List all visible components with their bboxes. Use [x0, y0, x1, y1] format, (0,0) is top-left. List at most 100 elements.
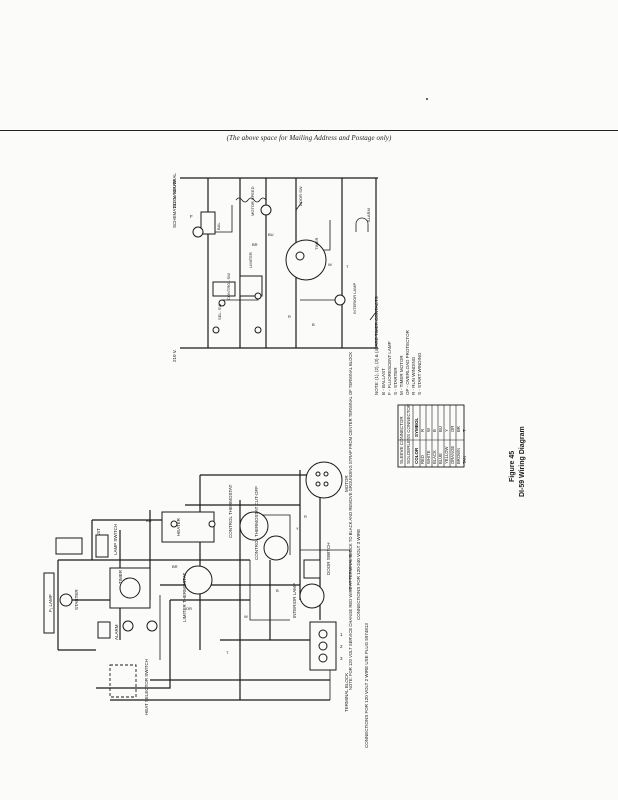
- figure-title: DI-59 Wiring Diagram: [519, 426, 526, 497]
- terminal-mark: 2: [340, 644, 343, 649]
- schematic-wire-code-w: W: [328, 262, 332, 267]
- legend-header-symbol: SYMBOL: [414, 417, 419, 437]
- legend-color: RED: [420, 455, 425, 464]
- terminal-screw: [318, 653, 328, 663]
- lamp-switch-label: LAMP SWITCH: [113, 524, 118, 555]
- interior-lamp: [299, 583, 325, 609]
- legend-header-color: COLOR: [414, 447, 419, 464]
- terminal-screw: [318, 641, 328, 651]
- schematic-wire-code-r: R: [288, 314, 291, 319]
- legend-symbol: BU: [438, 426, 443, 432]
- terminal-block-label: TERMINAL BLOCK: [344, 673, 349, 712]
- schematic-timer-contact-1: [212, 326, 220, 334]
- schematic-wire-code-b: B: [312, 322, 315, 327]
- mailing-note: (The above space for Mailing Address and…: [226, 134, 392, 142]
- schematic-timer-motor: [285, 239, 327, 281]
- motor-label: MOTOR: [344, 475, 349, 492]
- header-rule: [0, 130, 618, 131]
- schematic-control-switch: [212, 281, 236, 297]
- control-thermostat-cutoff: [263, 535, 289, 561]
- schematic-interior-lamp-label: INTERIOR LAMP: [352, 283, 357, 314]
- door-switch-label: DOOR SWITCH: [326, 543, 331, 576]
- note-line-7: R - RUN WINDING: [411, 356, 416, 395]
- wire-code-bu: BU: [146, 518, 152, 523]
- heat-selector-switch: [109, 664, 137, 698]
- schematic-control-sw-label: CONTROL SW: [226, 273, 231, 300]
- schematic-wire-code-br: BR: [252, 242, 258, 247]
- note-line-5: M - TIMER MOTOR: [399, 355, 404, 395]
- wire: [300, 549, 351, 590]
- wire: [96, 600, 171, 689]
- schematic-lamp: [192, 226, 204, 238]
- heat-selector-label: HEAT SELECTOR SWITCH: [144, 659, 149, 715]
- wire: [262, 514, 291, 555]
- speck: [426, 98, 428, 100]
- schematic-timer-contact: [295, 251, 305, 261]
- schematic-ballast: [200, 211, 216, 235]
- schematic-interior-lamp: [334, 294, 346, 306]
- connections-230-label: CONNECTIONS FOR 120-240 VOLT 3 WIRE: [356, 529, 361, 620]
- schematic-limiter-label: LIMITER: [248, 252, 253, 268]
- lamp-label: F₁ LAMP: [48, 594, 53, 612]
- wire-code-or: OR: [186, 606, 192, 611]
- schematic-timer-label: TIMER: [314, 237, 319, 250]
- legend-frame: [397, 404, 465, 468]
- schematic-timer-contact-2: [254, 326, 262, 334]
- terminal-mark: 3: [340, 656, 343, 661]
- alarm: [97, 621, 111, 639]
- schematic-branch-a: [215, 205, 233, 233]
- heater-label: HEATER: [176, 517, 181, 536]
- ballast: [55, 537, 83, 555]
- wire-code-br: BR: [172, 564, 178, 569]
- note-line-4: S - STARTER: [393, 367, 398, 395]
- motor-terminal: [323, 481, 329, 487]
- legend-color: BLACK: [432, 450, 437, 464]
- timer-dial: [119, 577, 141, 599]
- note-line-1: NOTE: (1), (2), (3) & (4) ARE TIMER CONT…: [374, 296, 379, 395]
- schematic-motor-speed: [260, 204, 272, 216]
- lamp-switch: [95, 534, 109, 558]
- connections-120-label: CONNECTIONS FOR 120 VOLT 2 WIRE USE PLUG…: [364, 623, 369, 748]
- note-line-6: OP - OVERLOAD PROTECTOR: [405, 329, 410, 395]
- wire: [249, 560, 290, 621]
- legend-color: YELLOW: [444, 446, 449, 464]
- legend-color: BLUE: [438, 453, 443, 464]
- schematic-motor-speed-label: MOTOR SPEED: [250, 186, 255, 216]
- legend-sleeve: SLEEVE CONNECTOR: [399, 416, 404, 464]
- figure-number: Figure 45: [509, 451, 516, 482]
- timer-label: TIMER: [118, 569, 123, 584]
- cutoff-label: CONTROL THERMOSTAT CUT-OFF: [254, 486, 259, 560]
- legend-solderless: SOLDERLESS CONNECTOR: [406, 403, 411, 464]
- note-line-3: F - FLUORESCENT LAMP: [387, 341, 392, 395]
- legend-symbol: B: [432, 429, 437, 432]
- terminal-screw: [318, 629, 328, 639]
- limiter-thermostat-label: LIMITER THERMOSTAT: [182, 572, 187, 622]
- schematic-sel-sw-label: SEL. SW: [217, 304, 222, 320]
- schematic-sel-sw-contact: [218, 299, 226, 307]
- wire-code-b: B: [276, 588, 279, 593]
- color-legend: SLEEVE CONNECTOR SOLDERLESS CONNECTOR CO…: [397, 403, 467, 468]
- interior-lamp-label: INTERIOR LAMP: [292, 583, 297, 618]
- motor-terminal: [315, 471, 321, 477]
- legend-symbol: OR: [450, 426, 455, 432]
- schematic-door-switch: [295, 201, 303, 211]
- motor-terminal: [323, 471, 329, 477]
- legend-symbol: Y: [444, 429, 449, 432]
- starter: [59, 593, 73, 607]
- schematic-limiter-contact: [254, 292, 262, 300]
- schematic-heater-coil: [235, 197, 267, 203]
- heater: [161, 511, 215, 543]
- fluorescent-lamp: [43, 572, 55, 634]
- schematic-wire-code-t: T: [346, 264, 349, 269]
- legend-symbol: R: [420, 429, 425, 432]
- figure-caption: Figure 45 DI-59 Wiring Diagram: [509, 426, 526, 497]
- control-thermostat-label: CONTROL THERMOSTAT: [228, 484, 233, 538]
- heater-terminal: [170, 520, 178, 528]
- legend-symbol: T: [462, 429, 467, 432]
- schematic-alarm-label: ALARM: [366, 208, 371, 222]
- starter-label: STARTER: [74, 589, 79, 610]
- legend-color: WHITE: [426, 450, 431, 464]
- legend-color: BROWN: [456, 448, 461, 464]
- wiring-diagram: BALLAST F₁ LAMP STARTER LAMP SWITCH TIME…: [43, 352, 369, 748]
- wiring-note: NOTE: FOR 120 VOLT SERVICE CHANGE RED WI…: [348, 352, 353, 690]
